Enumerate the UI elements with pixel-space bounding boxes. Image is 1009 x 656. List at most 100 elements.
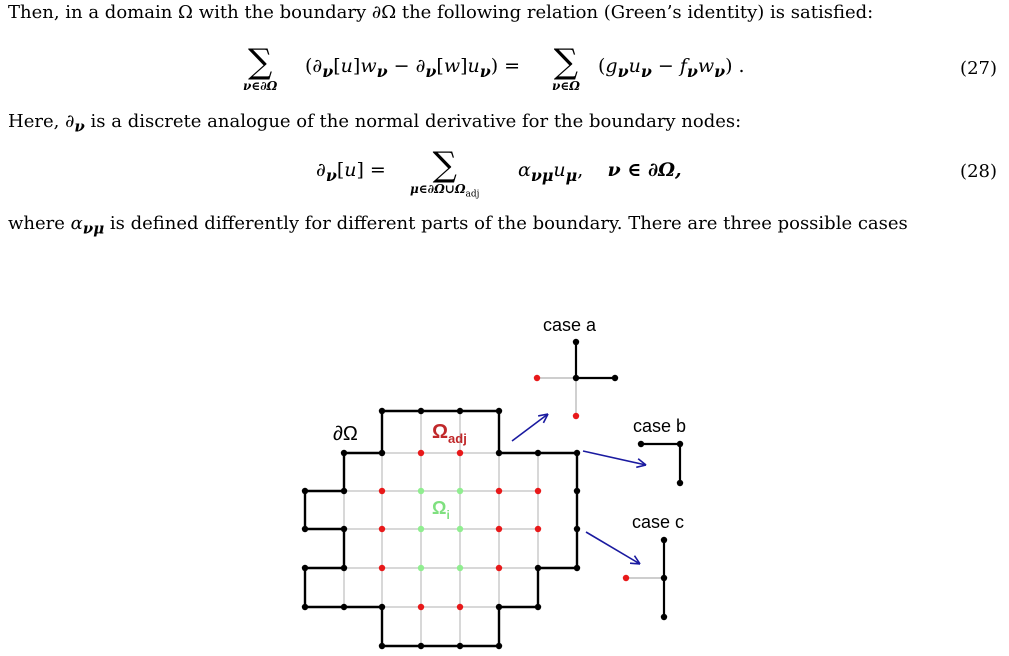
arrow-case-a — [511, 413, 549, 442]
interior-label: Ωi — [432, 498, 450, 522]
boundary-node — [340, 564, 348, 572]
adjacent-node — [534, 525, 542, 533]
boundary-node — [378, 407, 386, 415]
adjacent-node — [417, 449, 425, 457]
paragraph-normal-derivative: Here, ∂ν is a discrete analogue of the n… — [8, 111, 742, 136]
boundary-node — [301, 564, 309, 572]
case-c-node — [660, 536, 668, 544]
interior-node — [417, 525, 425, 533]
case-a-node — [533, 374, 541, 382]
case-b-node — [676, 440, 684, 448]
case-c-node — [660, 613, 668, 621]
para2-end: is a discrete analogue of the normal der… — [84, 111, 742, 132]
case-c-node — [660, 574, 668, 582]
paragraph-cases: where ανμ is defined differently for dif… — [8, 213, 908, 238]
boundary-node — [573, 449, 581, 457]
adjacent-node — [417, 603, 425, 611]
intro-text: Then, in a domain Ω with the boundary ∂Ω… — [8, 2, 874, 23]
boundary-node — [495, 603, 503, 611]
eq28-tail: ν ∈ ∂Ω, — [607, 159, 682, 181]
arrow-case-b-head — [636, 464, 647, 469]
arrow-case-b-head — [637, 458, 647, 466]
boundary-node — [495, 449, 503, 457]
case-c-label: case c — [632, 512, 684, 532]
boundary-label: ∂Ω — [333, 423, 358, 445]
arrow-case-a-head — [538, 413, 549, 417]
eq28-lhs: ∂ν[u] = — [316, 159, 386, 185]
boundary-node — [534, 449, 542, 457]
arrow-case-c — [585, 531, 641, 565]
boundary-node — [378, 603, 386, 611]
eq27-number: (27) — [960, 58, 997, 79]
boundary-node — [495, 642, 503, 650]
eq27-right-sum: ∑ ν∈Ω — [552, 42, 580, 93]
para3-start: where — [8, 213, 71, 234]
case-b-node — [637, 440, 645, 448]
eq28-sub-main: μ∈∂Ω∪Ω — [410, 182, 466, 196]
eq28-sub: μ∈∂Ω∪Ωadj — [410, 182, 479, 201]
boundary-node — [340, 525, 348, 533]
interior-node — [417, 487, 425, 495]
arrow-case-c-head — [629, 562, 641, 565]
adjacent-node — [534, 487, 542, 495]
boundary-node — [456, 642, 464, 650]
case-a-node — [572, 412, 580, 420]
boundary-node — [378, 642, 386, 650]
adjacent-node — [378, 487, 386, 495]
boundary-lines — [303, 342, 682, 648]
eq27-left-body: (∂ν[u]wν − ∂ν[w]uν) = — [305, 55, 521, 81]
boundary-node — [534, 564, 542, 572]
boundary-node — [495, 407, 503, 415]
para3-end: is defined differently for different par… — [104, 213, 908, 234]
arrows — [511, 413, 647, 565]
case-a-node — [611, 374, 619, 382]
eq27-left-sum: ∑ ν∈∂Ω — [243, 42, 278, 93]
adjacent-node — [378, 525, 386, 533]
adjacent-node — [495, 487, 503, 495]
eq28-rhs: ανμuμ, ν ∈ ∂Ω, — [518, 159, 682, 185]
boundary-node — [573, 487, 581, 495]
boundary-node — [417, 642, 425, 650]
adjacent-node — [456, 603, 464, 611]
para2-start: Here, — [8, 111, 66, 132]
adjacent-node — [495, 525, 503, 533]
boundary-node — [573, 525, 581, 533]
case-a-node — [572, 374, 580, 382]
interior-node — [456, 564, 464, 572]
boundary-node — [534, 603, 542, 611]
eq27-right-body: (gνuν − fνwν) . — [598, 55, 745, 81]
interior-node — [456, 487, 464, 495]
case-a-label: case a — [543, 315, 597, 335]
case-a-node — [572, 338, 580, 346]
adjacent-node — [378, 564, 386, 572]
boundary-node — [340, 449, 348, 457]
interior-node — [456, 525, 464, 533]
boundary-node — [573, 564, 581, 572]
adjacent-label: Ωadj — [432, 421, 467, 446]
nodes — [301, 338, 684, 650]
paragraph-intro: Then, in a domain Ω with the boundary ∂Ω… — [8, 2, 873, 24]
interior-node — [417, 564, 425, 572]
case-c-node — [622, 574, 630, 582]
boundary-node — [456, 407, 464, 415]
case-b-node — [676, 479, 684, 487]
arrow-case-c-head — [633, 555, 641, 565]
adjacent-node — [495, 564, 503, 572]
boundary-node — [301, 525, 309, 533]
boundary-node — [301, 487, 309, 495]
eq28-sub-adj: adj — [465, 189, 480, 200]
eq28-number: (28) — [960, 161, 997, 182]
arrow-case-a-head — [542, 413, 549, 424]
boundary-node — [417, 407, 425, 415]
eq27-left-sub: ν∈∂Ω — [243, 79, 278, 93]
boundary-node — [340, 603, 348, 611]
eq27-right-sub: ν∈Ω — [552, 79, 580, 93]
arrow-case-b — [582, 450, 647, 466]
adjacent-node — [456, 449, 464, 457]
eq28-sum: ∑ μ∈∂Ω∪Ωadj — [410, 145, 480, 201]
boundary-node — [301, 603, 309, 611]
boundary-node — [378, 449, 386, 457]
case-b-label: case b — [633, 416, 686, 436]
boundary-node — [340, 487, 348, 495]
